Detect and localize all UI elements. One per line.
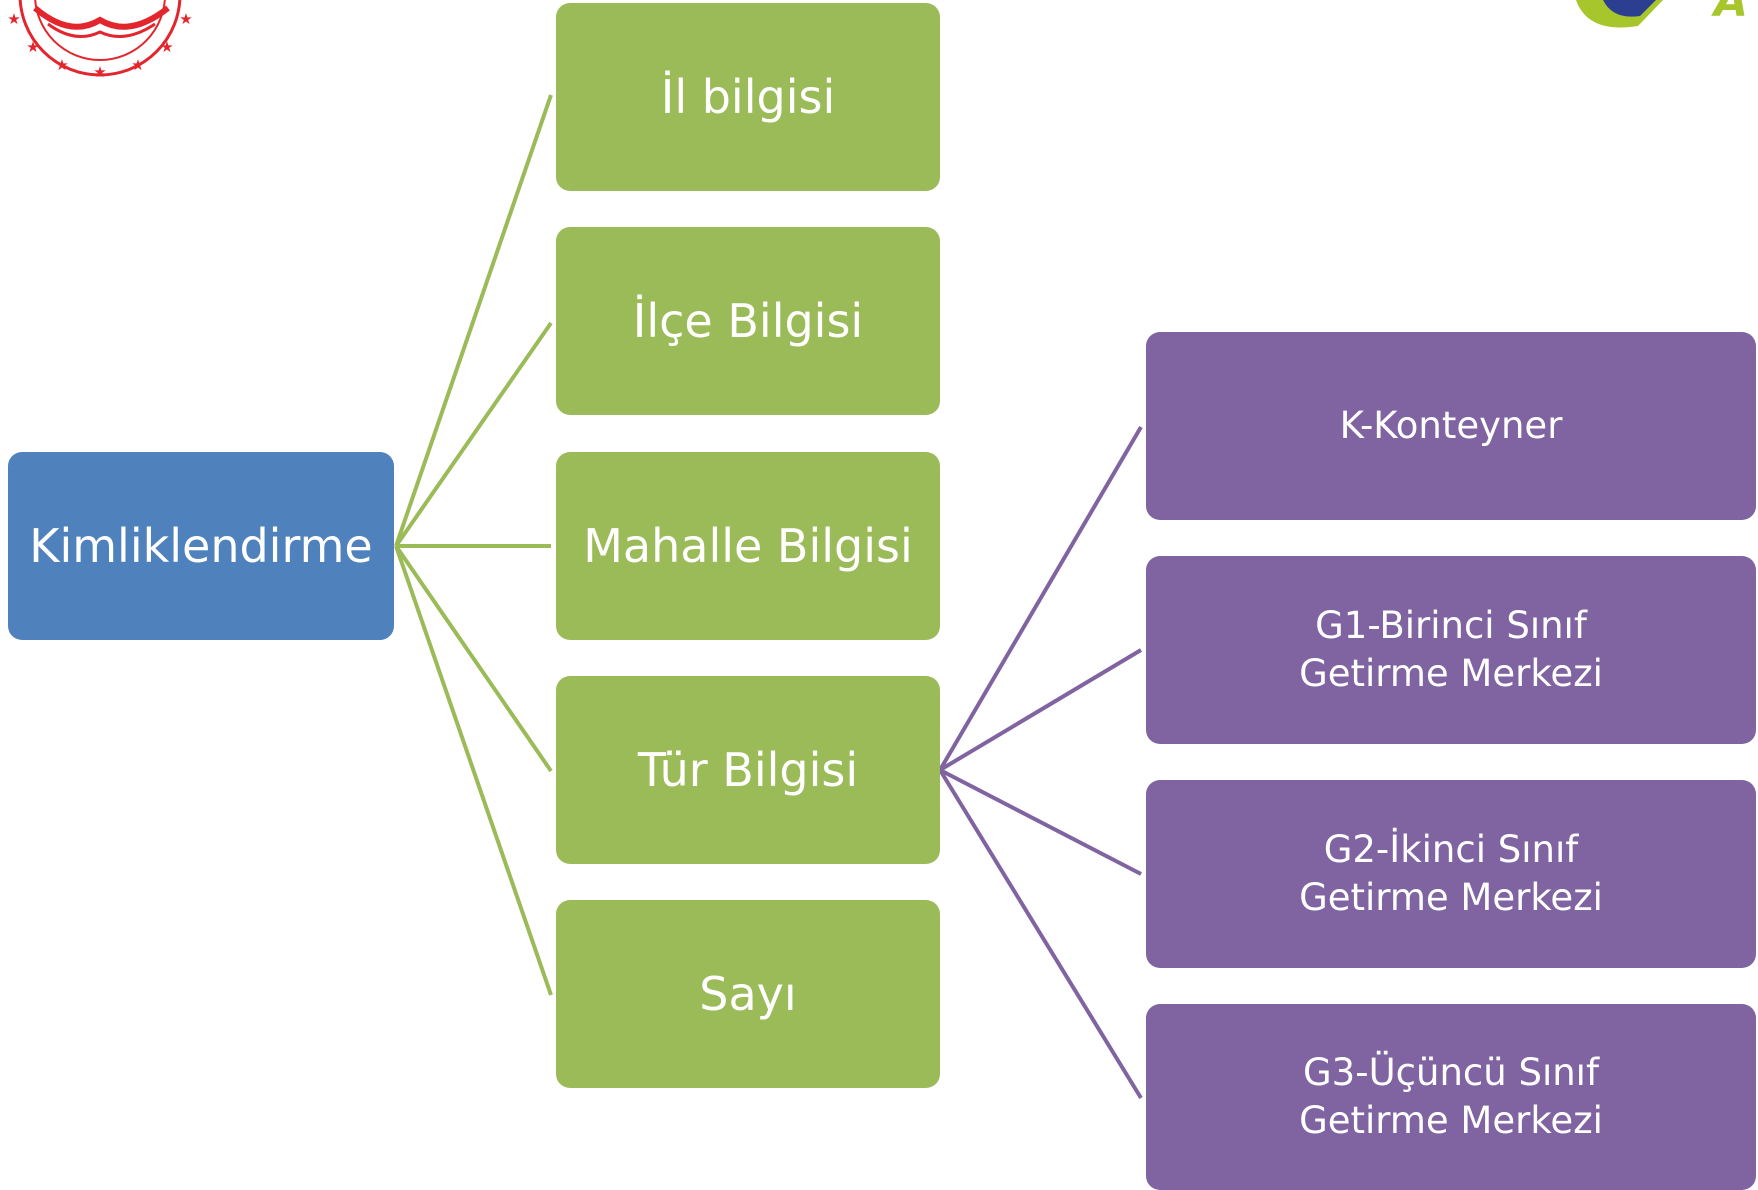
connector-tur-g2: [939, 768, 1142, 876]
node-label: G3-Üçüncü Sınıf Getirme Merkezi: [1299, 1050, 1603, 1142]
connector-root-sayi: [394, 545, 553, 996]
node-g3-ucuncu-sinif: G3-Üçüncü Sınıf Getirme Merkezi: [1146, 1004, 1756, 1190]
connector-root-il: [394, 94, 553, 547]
node-il-bilgisi: İl bilgisi: [556, 3, 940, 191]
connector-root-tur: [394, 544, 553, 773]
node-label: G1-Birinci Sınıf Getirme Merkezi: [1299, 603, 1603, 695]
node-label: Tür Bilgisi: [637, 743, 859, 797]
svg-text:★: ★: [7, 10, 20, 28]
connector-tur-k: [938, 425, 1143, 772]
svg-text:★: ★: [55, 56, 68, 74]
node-mahalle-bilgisi: Mahalle Bilgisi: [556, 452, 940, 640]
node-label: İlçe Bilgisi: [632, 294, 864, 348]
node-label: İl bilgisi: [660, 70, 836, 124]
connector-tur-g1: [938, 648, 1143, 772]
node-sayi: Sayı: [556, 900, 940, 1088]
ministry-seal-logo: ★ ★ ★ ★ ★ ★ ★: [7, 0, 193, 81]
node-label: Sayı: [699, 967, 797, 1021]
node-label: Kimliklendirme: [29, 519, 373, 573]
connector-tur-g3: [938, 768, 1143, 1100]
logo-letter: A: [1711, 0, 1748, 27]
svg-text:★: ★: [179, 10, 192, 28]
node-kimliklendirme: Kimliklendirme: [8, 452, 394, 640]
node-g1-birinci-sinif: G1-Birinci Sınıf Getirme Merkezi: [1146, 556, 1756, 744]
node-label: K-Konteyner: [1339, 403, 1563, 447]
connector-root-ilce: [394, 321, 553, 548]
svg-text:★: ★: [131, 56, 144, 74]
svg-text:★: ★: [160, 38, 173, 56]
node-g2-ikinci-sinif: G2-İkinci Sınıf Getirme Merkezi: [1146, 780, 1756, 968]
brand-logo: A: [1576, 0, 1748, 28]
node-label: Mahalle Bilgisi: [583, 519, 913, 573]
node-ilce-bilgisi: İlçe Bilgisi: [556, 227, 940, 415]
svg-text:★: ★: [93, 63, 106, 81]
svg-text:★: ★: [26, 38, 39, 56]
node-k-konteyner: K-Konteyner: [1146, 332, 1756, 520]
node-label: G2-İkinci Sınıf Getirme Merkezi: [1299, 827, 1603, 919]
node-tur-bilgisi: Tür Bilgisi: [556, 676, 940, 864]
